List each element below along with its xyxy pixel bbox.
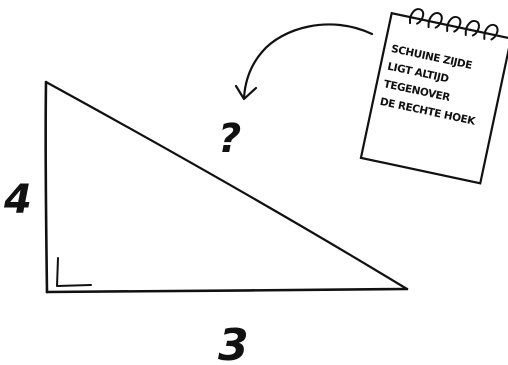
sticky-note: SCHUINE ZIJDE LIGT ALTIJD TEGENOVER DE R…: [359, 8, 508, 185]
label-hypotenuse-question: ?: [218, 116, 241, 162]
spiral-binding-icon: [409, 8, 499, 41]
triangle-horizontal-side: [45, 287, 409, 294]
right-angle-marker: [56, 257, 92, 287]
label-side-4: 4: [3, 177, 32, 223]
triangle-vertical-side: [44, 80, 49, 294]
note-paper: [359, 11, 508, 185]
right-triangle: [44, 80, 409, 294]
triangle-hypotenuse: [44, 80, 409, 291]
arrow-head-icon: [234, 84, 258, 101]
arrow-to-question: [234, 23, 374, 101]
label-side-3: 3: [218, 320, 249, 365]
